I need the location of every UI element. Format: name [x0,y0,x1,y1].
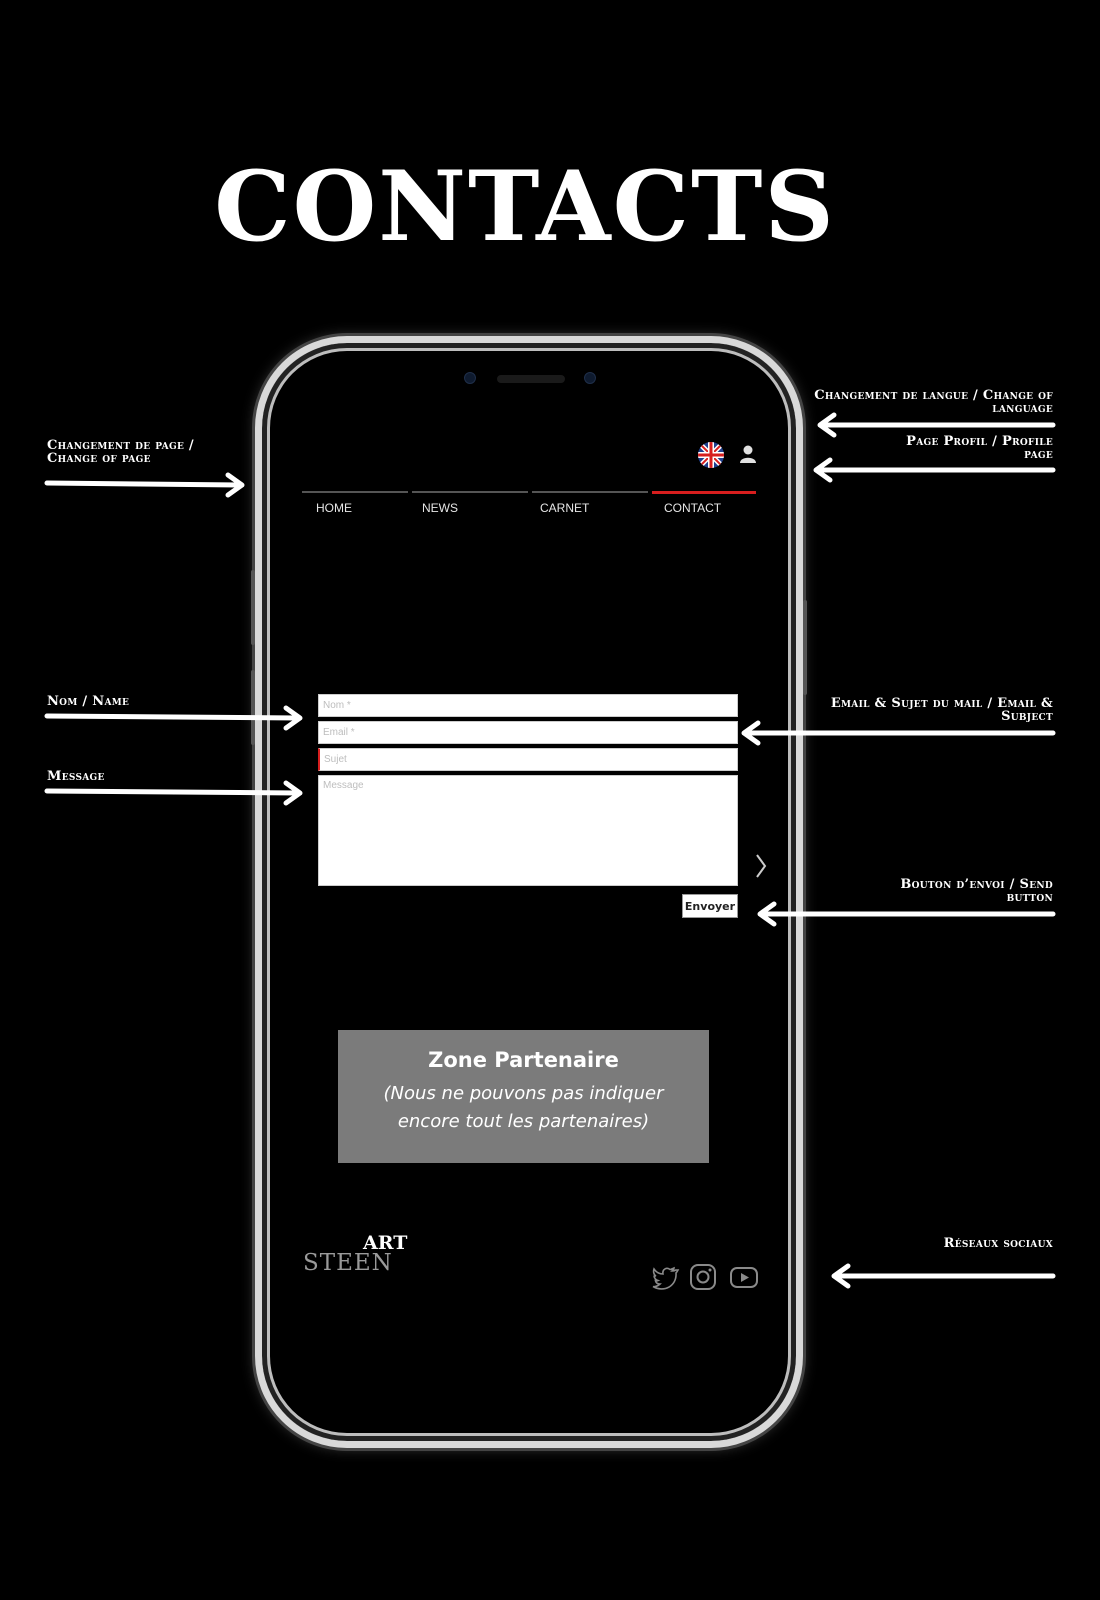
annotation-profile: Page Profil / Profile page [906,434,1053,462]
phone-speaker [497,375,565,383]
annotation-name: Nom / Name [47,694,130,709]
arrow-name [44,713,301,721]
arrowhead-left-icon [813,457,833,483]
arrowhead-right-icon [225,472,245,498]
arrowhead-left-icon [757,901,777,927]
nav-indicator [302,491,408,493]
arrow-message [44,788,301,796]
email-input[interactable] [318,721,738,744]
annotation-language: Changement de langue / Change of languag… [814,388,1053,416]
instagram-icon[interactable] [688,1262,718,1292]
youtube-icon[interactable] [729,1262,759,1292]
nav-label-contact: CONTACT [664,501,722,515]
arrow-page-change [44,480,243,488]
nav-item-carnet[interactable]: CARNET [532,491,648,521]
subject-input[interactable] [318,748,738,771]
annotation-message: Message [47,769,105,784]
user-profile-icon[interactable] [738,444,758,464]
arrowhead-right-icon [283,705,303,731]
main-nav: HOME NEWS CARNET CONTACT [302,491,756,521]
phone-side-button [251,570,255,645]
arrowhead-left-icon [741,720,761,746]
arrowhead-left-icon [831,1263,851,1289]
phone-frame [255,336,803,1448]
nav-item-news[interactable]: NEWS [412,491,528,521]
partner-title: Zone Partenaire [428,1048,619,1072]
logo-art-text: ART [363,1232,408,1254]
phone-side-button [251,670,255,745]
nav-item-home[interactable]: HOME [302,491,408,521]
arrowhead-right-icon [283,780,303,806]
logo-steen-text: STEEN [303,1250,393,1276]
nav-item-contact[interactable]: CONTACT [652,491,756,521]
nav-label-carnet: CARNET [540,501,590,515]
steen-art-logo[interactable]: STEEN ART [303,1232,423,1276]
arrowhead-left-icon [817,412,837,438]
twitter-icon[interactable] [650,1262,680,1292]
phone-power-button [803,600,807,695]
partner-subtitle: (Nous ne pouvons pas indiquer encore tou… [383,1083,664,1132]
annotation-send: Bouton d’envoi / Send button [900,877,1053,905]
chevron-right-icon[interactable] [754,852,768,880]
nav-indicator-active [652,491,756,494]
nav-label-home: HOME [316,501,352,515]
message-textarea[interactable] [318,775,738,886]
send-button[interactable]: Envoyer [682,894,738,918]
page-title: CONTACTS [214,150,836,263]
nav-label-news: NEWS [422,501,458,515]
partner-zone: Zone Partenaire (Nous ne pouvons pas ind… [338,1030,709,1163]
nav-indicator [412,491,528,493]
annotation-page-change: Changement de page / Change of page [47,438,194,466]
annotation-social: Réseaux sociaux [943,1236,1053,1251]
nav-indicator [532,491,648,493]
name-input[interactable] [318,694,738,717]
phone-camera [464,372,476,384]
annotation-email-subject: Email & Sujet du mail / Email & Subject [830,696,1053,724]
uk-flag-icon[interactable] [698,442,724,468]
phone-sensor [584,372,596,384]
